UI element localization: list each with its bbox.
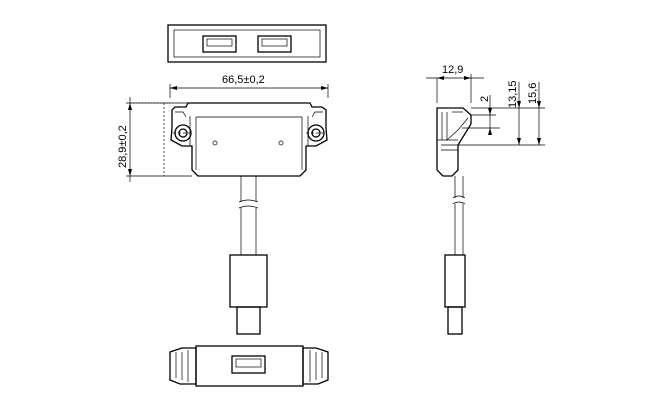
top-view bbox=[167, 24, 327, 63]
bottom-view-body bbox=[195, 345, 304, 387]
side-plug-body bbox=[444, 254, 466, 308]
side-housing-outline bbox=[436, 107, 472, 177]
front-housing-outline bbox=[170, 102, 328, 177]
front-mark-right bbox=[278, 140, 284, 146]
front-cable bbox=[229, 176, 268, 335]
usb-port-bottom bbox=[231, 355, 266, 374]
top-view-inner-frame bbox=[173, 29, 321, 58]
mounting-hole-right bbox=[306, 124, 326, 142]
bottom-view bbox=[169, 345, 329, 387]
usb-port-left bbox=[202, 35, 237, 53]
side-plug-tip bbox=[447, 306, 463, 335]
front-view bbox=[126, 84, 329, 182]
side-view bbox=[426, 74, 545, 335]
front-plug-tip bbox=[236, 306, 261, 335]
height1-dimension-label: 13,15 bbox=[507, 80, 519, 108]
offset-dimension-label: 2 bbox=[479, 96, 491, 102]
mounting-hole-left bbox=[173, 124, 193, 142]
height-dimension-label: 28,9±0,2 bbox=[117, 125, 129, 168]
depth-dimension-label: 12,9 bbox=[442, 64, 463, 76]
usb-port-right bbox=[257, 35, 292, 53]
front-plug-body bbox=[229, 254, 268, 308]
width-dimension-label: 66,5±0,2 bbox=[222, 74, 265, 86]
height2-dimension-label: 15,6 bbox=[527, 83, 539, 104]
front-mark-left bbox=[212, 140, 218, 146]
top-view-outline bbox=[167, 24, 327, 63]
